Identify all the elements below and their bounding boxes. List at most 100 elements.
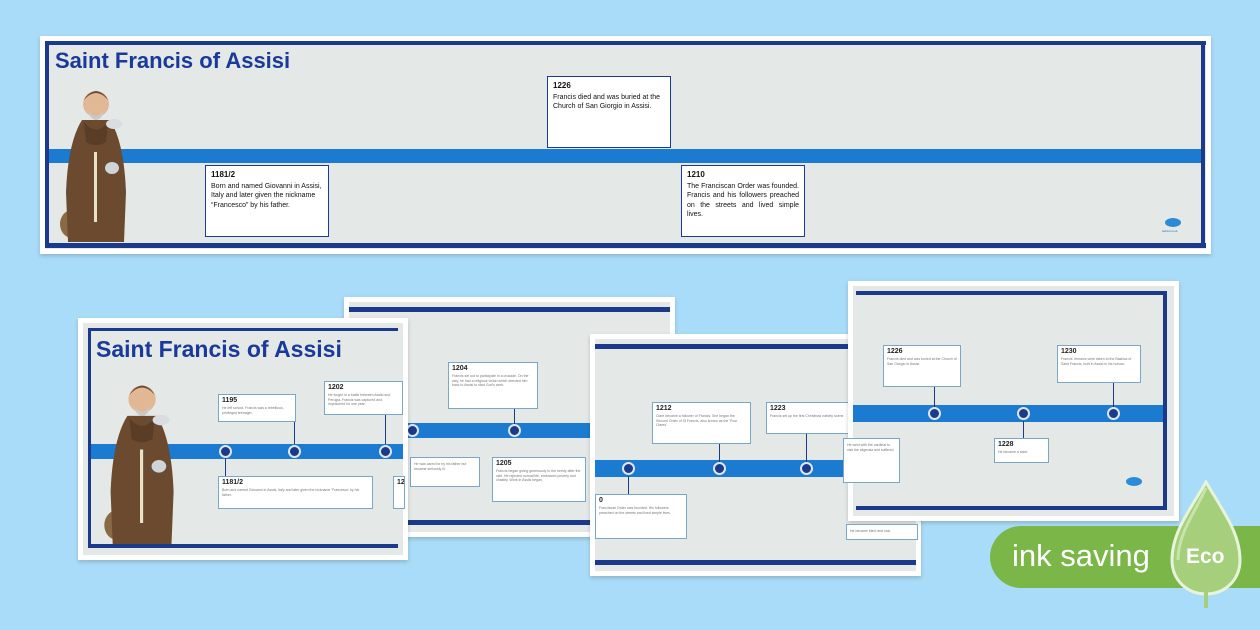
slide-bottom-border [349, 520, 670, 525]
event-box-1204: 1204 Francis set out to participate in a… [448, 362, 538, 409]
event-year: 0 [599, 497, 603, 504]
slide-right-border [1163, 291, 1167, 510]
event-box-1223: 1223 Francis set up the first Christmas … [766, 402, 854, 434]
timeline-dot [800, 462, 813, 475]
stem [294, 422, 295, 444]
event-year: 1181/2 [222, 479, 244, 486]
stem [806, 434, 807, 462]
stem [934, 387, 935, 407]
banner-event-1181: 1181/2 Born and named Giovanni in Assisi… [205, 165, 329, 237]
stem [1023, 421, 1024, 439]
slide-bottom-border [595, 560, 916, 565]
event-box-1210: 0 Franciscan Order was founded. His foll… [595, 494, 687, 539]
event-box-1226: 1226 Francis died and was buried at the … [883, 345, 961, 387]
event-box-1230: 1230 Francis' remains were taken to the … [1057, 345, 1141, 383]
event-year: 1181/2 [211, 170, 236, 179]
timeline-dot [1107, 407, 1120, 420]
publisher-logo-icon [1126, 477, 1142, 486]
stem [1113, 381, 1114, 407]
banner-card: Saint Francis of Assisi 1181/2 Born and … [40, 36, 1211, 254]
timeline-dot [508, 424, 521, 437]
publisher-logo-icon [1165, 218, 1181, 227]
stem [719, 444, 720, 462]
slide-bottom-border [88, 544, 398, 548]
timeline-dot [288, 445, 301, 458]
banner-timeline-band [49, 149, 1201, 163]
event-year: 1230 [1061, 348, 1077, 355]
eco-label: Eco [1186, 545, 1225, 568]
event-box-illness: He was cared for by his father but becam… [410, 457, 480, 487]
slide-background [853, 286, 1174, 516]
slide-timeline-band [595, 460, 916, 477]
event-year: 1223 [770, 405, 786, 412]
banner-bottom-border [45, 243, 1206, 248]
slide-bottom-border [856, 506, 1167, 510]
event-box-1181: 1181/2 Born and named Giovanni in Assisi… [218, 476, 373, 509]
event-text: He became blind and sick. [850, 529, 892, 533]
banner-left-border [45, 41, 49, 248]
event-text: Francis died and was buried at the Churc… [553, 93, 661, 111]
event-box-1195: 1195 He left school. Francis was a rebel… [218, 394, 296, 422]
event-text: The Franciscan Order was founded. Franci… [687, 182, 799, 219]
event-year: 1205 [496, 460, 512, 467]
banner-right-border [1201, 41, 1205, 248]
event-text: He went with the cardinal to visit the s… [847, 443, 895, 452]
event-year: 1226 [553, 81, 571, 90]
event-text: Francis died and was buried at the Churc… [887, 357, 957, 366]
event-year: 12 [397, 479, 405, 486]
event-text: Francis set up the first Christmas nativ… [770, 414, 845, 418]
event-text: Clare became a follower of Francis. She … [656, 414, 738, 427]
timeline-dot [219, 445, 232, 458]
event-box-partial: 12 [393, 476, 405, 509]
slide-4: 1226 Francis died and was buried at the … [843, 281, 1179, 521]
ink-saving-label: ink saving [1012, 538, 1150, 573]
slide-1: Saint Francis of Assisi 1195 He left sch… [78, 318, 408, 560]
eco-leaf-icon [1170, 480, 1242, 608]
event-year: 1204 [452, 365, 468, 372]
stem [385, 414, 386, 444]
event-box-1212: 1212 Clare became a follower of Francis.… [652, 402, 751, 444]
event-box-stigmata: He went with the cardinal to visit the s… [843, 438, 900, 483]
timeline-dot [379, 445, 392, 458]
banner-top-border [45, 41, 1206, 45]
timeline-dot [928, 407, 941, 420]
event-text: He left school. Francis was a rebellious… [222, 406, 284, 415]
stem [225, 458, 226, 478]
event-year: 1195 [222, 397, 238, 404]
event-text: Franciscan Order was founded. His follow… [599, 506, 671, 515]
timeline-dot [622, 462, 635, 475]
slide-top-border [595, 344, 916, 349]
banner-title: Saint Francis of Assisi [55, 48, 291, 73]
event-year: 1226 [887, 348, 903, 355]
event-text: Francis' remains were taken to the Basil… [1061, 357, 1132, 366]
timeline-dot [713, 462, 726, 475]
event-text: He was cared for by his father but becam… [414, 462, 467, 471]
event-year: 1202 [328, 384, 344, 391]
slide-top-border [856, 291, 1167, 295]
event-text: Francis began giving generously to the n… [496, 469, 581, 482]
saint-francis-illustration [104, 385, 174, 544]
event-text: Born and named Giovanni in Assisi, Italy… [222, 488, 360, 497]
saint-francis-illustration [60, 91, 126, 242]
slide-left-border [88, 328, 91, 548]
event-year: 1212 [656, 405, 672, 412]
event-box-blind: He became blind and sick. [846, 524, 918, 540]
event-year: 1210 [687, 170, 705, 179]
event-text: Born and named Giovanni in Assisi, Italy… [211, 182, 322, 209]
stem [628, 476, 629, 496]
publisher-logo-text: twinkl.co.uk [1162, 229, 1178, 233]
event-text: He became a saint. [998, 450, 1029, 454]
timeline-dot [1017, 407, 1030, 420]
event-year: 1228 [998, 441, 1014, 448]
stem [514, 409, 515, 429]
event-box-1205: 1205 Francis began giving generously to … [492, 457, 586, 502]
slide-top-border [88, 328, 398, 331]
banner-event-1226: 1226 Francis died and was buried at the … [547, 76, 671, 148]
event-box-1228: 1228 He became a saint. [994, 438, 1049, 463]
event-text: Francis set out to participate in a crus… [452, 374, 529, 387]
event-box-1202: 1202 He fought in a battle between Assis… [324, 381, 403, 415]
slide-title: Saint Francis of Assisi [96, 336, 342, 362]
slide-top-border [349, 307, 670, 312]
banner-event-1210: 1210 The Franciscan Order was founded. F… [681, 165, 805, 237]
event-text: He fought in a battle between Assisi and… [328, 393, 391, 406]
